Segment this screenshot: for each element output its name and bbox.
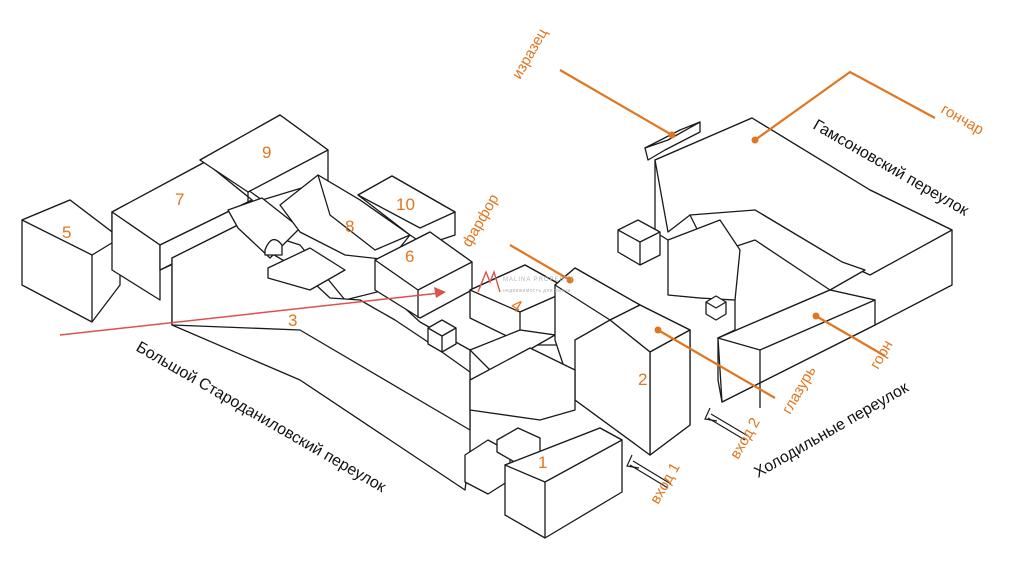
small-cube-mid <box>617 219 661 266</box>
building-number-1: 1 <box>538 453 547 472</box>
label-glazur: глазурь <box>779 363 820 417</box>
building-6 <box>374 231 473 319</box>
building-number-10: 10 <box>396 195 415 214</box>
label-izrazets: изразец <box>509 25 552 82</box>
watermark-brand: MALINA PROPERTY <box>503 277 575 283</box>
building-8 <box>279 174 411 261</box>
watermark-tagline: недвижимость для жизни <box>503 288 571 294</box>
small-cube-right <box>705 295 727 321</box>
entry-2-arrow <box>704 407 749 441</box>
building-10 <box>357 175 456 246</box>
entry-1-arrow <box>626 454 672 489</box>
building-1 <box>504 427 623 539</box>
leader-gonchar <box>751 70 936 144</box>
small-cube-left <box>427 319 457 353</box>
watermark: MALINA PROPERTY недвижимость для жизни <box>477 269 575 294</box>
building-2 <box>554 267 691 456</box>
street-kholodilny: Холодильные переулок <box>752 379 913 482</box>
label-gonchar: гончар <box>938 101 987 139</box>
label-gorn: горн <box>867 337 897 372</box>
building-9 <box>199 114 329 210</box>
connector-block <box>464 347 576 495</box>
leader-glazur <box>654 326 776 399</box>
leader-gorn <box>812 312 886 357</box>
building-number-9: 9 <box>262 143 271 162</box>
label-entry-2: вход 2 <box>727 415 764 462</box>
building-number-6: 6 <box>405 247 414 266</box>
building-complex-right <box>644 117 953 408</box>
label-entry-1: вход 1 <box>647 460 684 507</box>
building-number-7: 7 <box>175 190 184 209</box>
building-number-8: 8 <box>345 217 354 236</box>
pointer-arrow <box>59 287 446 336</box>
building-3 <box>171 197 471 491</box>
leader-izrazets <box>559 69 676 139</box>
building-number-3: 3 <box>288 311 297 330</box>
building-number-2: 2 <box>638 370 647 389</box>
leader-farfor <box>509 244 574 284</box>
building-number-5: 5 <box>62 223 71 242</box>
label-farfor: фарфор <box>459 191 503 250</box>
building-5 <box>21 199 121 323</box>
